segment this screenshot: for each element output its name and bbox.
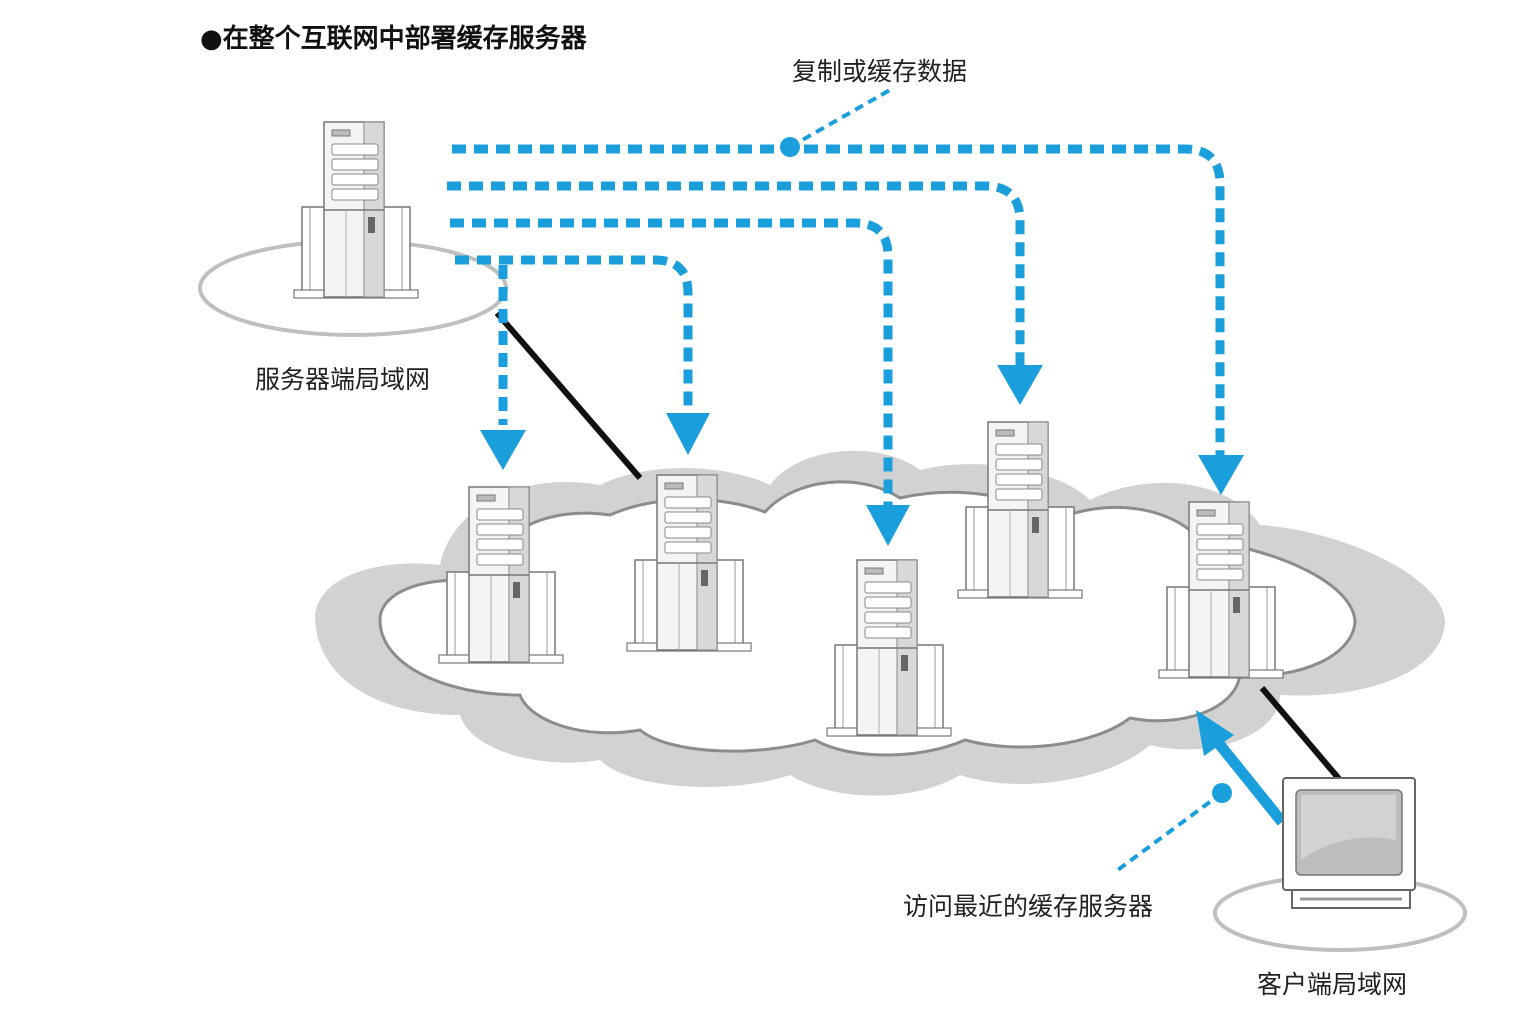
diagram-title: ●在整个互联网中部署缓存服务器 [200, 24, 587, 54]
replication-arrowheads [480, 365, 1244, 546]
access-callout [1113, 783, 1232, 874]
access-arrow [1196, 710, 1287, 826]
client-lan-link [1259, 686, 1343, 782]
cache-server-icon [957, 421, 1083, 599]
origin-server-icon [293, 121, 419, 299]
replication-paths [447, 144, 1225, 505]
client-lan-label: 客户端局域网 [1257, 970, 1408, 999]
server-lan-label: 服务器端局域网 [255, 365, 431, 394]
access-nearest-label: 访问最近的缓存服务器 [903, 892, 1154, 921]
server-lan-link [494, 311, 643, 480]
client-monitor-icon [1282, 777, 1416, 909]
replicate-label: 复制或缓存数据 [792, 57, 968, 86]
replicate-callout [780, 88, 891, 157]
